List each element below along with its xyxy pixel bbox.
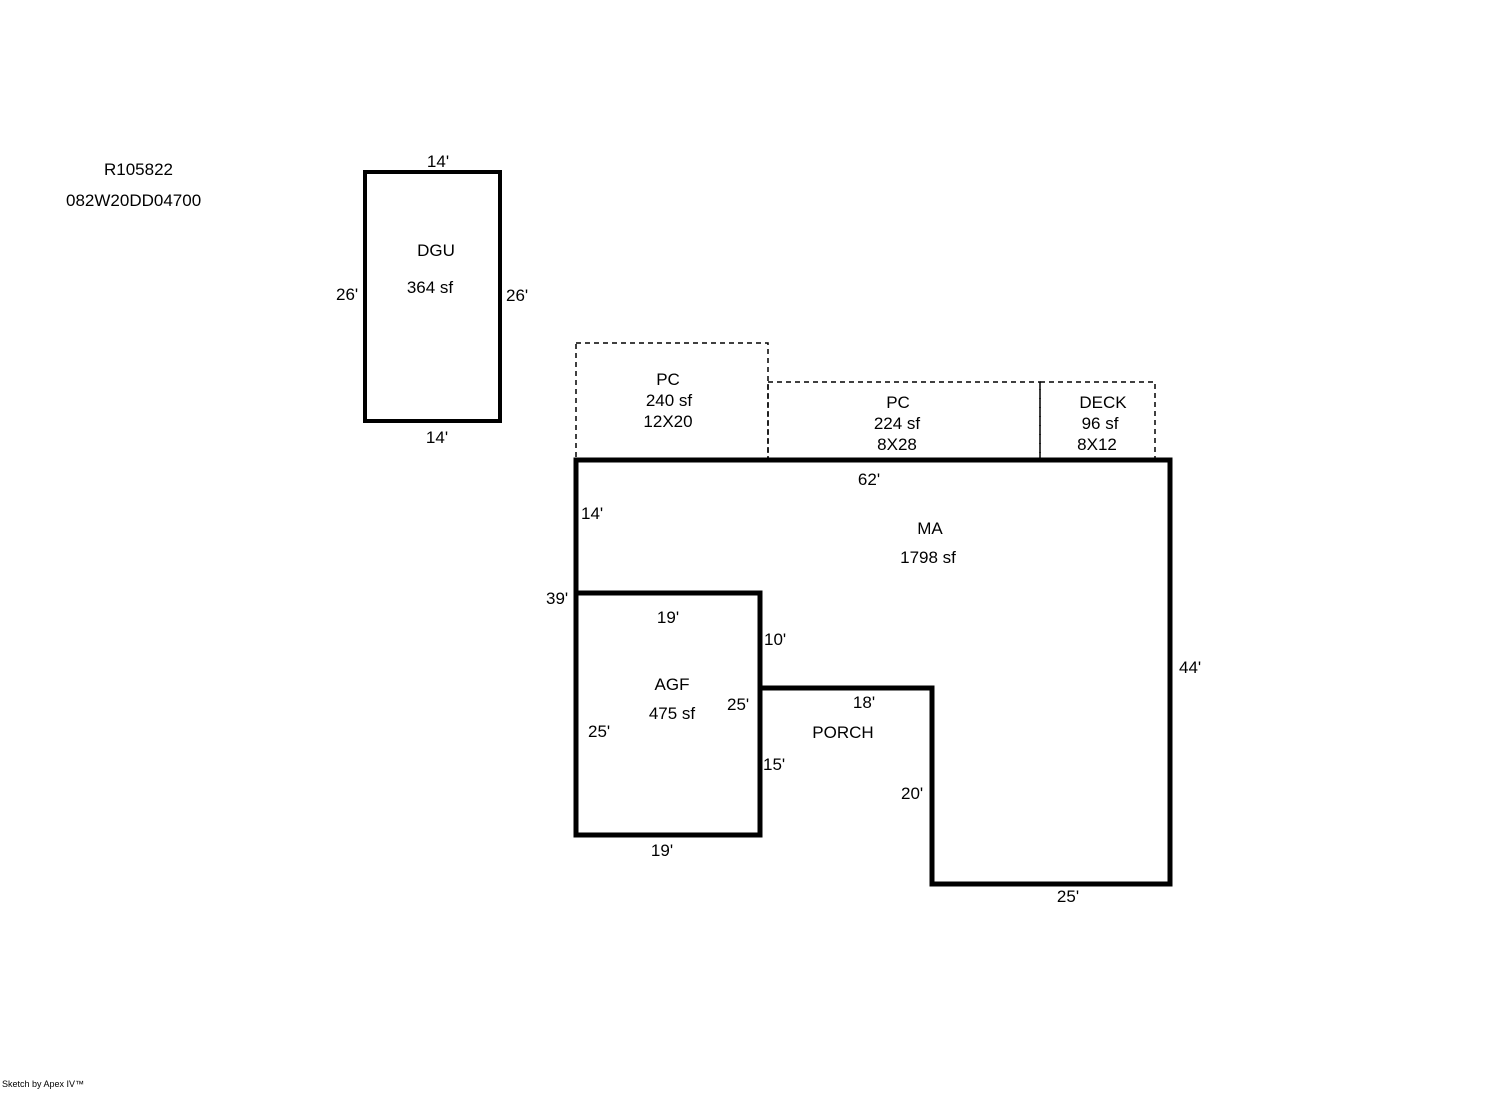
agf-dim-top: 19' — [656, 608, 680, 627]
dgu-area: 364 sf — [406, 278, 454, 297]
agf-area: 475 sf — [648, 704, 696, 723]
ma-dim-top: 62' — [857, 470, 881, 489]
ma-label: MA — [917, 519, 943, 538]
ma-dim-left-upper: 14' — [581, 504, 604, 523]
parcel-id: R105822 — [104, 160, 174, 179]
dgu-dim-bottom: 14' — [425, 428, 449, 447]
agf-label: AGF — [654, 675, 690, 694]
porch-dim-top: 18' — [852, 693, 876, 712]
dgu-label: DGU — [417, 241, 455, 260]
pc-right-area: 224 sf — [873, 414, 921, 433]
porch-dim-side: 20' — [901, 784, 924, 803]
dgu-outline — [363, 170, 502, 423]
ma-dim-left-total: 39' — [546, 589, 569, 608]
pc-left-size: 12X20 — [643, 412, 693, 431]
ma-outline — [573, 457, 1173, 887]
deck-label: DECK — [1079, 393, 1127, 412]
deck-size: 8X12 — [1077, 435, 1117, 454]
dgu-dim-left: 26' — [336, 285, 359, 304]
account-id: 082W20DD04700 — [66, 191, 202, 210]
pc-left-area: 240 sf — [645, 391, 693, 410]
agf-dim-right: 25' — [727, 695, 750, 714]
dgu-dim-right: 26' — [506, 286, 529, 305]
pc-left-label: PC — [656, 370, 680, 389]
porch-dim-right-lower: 15' — [763, 755, 786, 774]
deck-area: 96 sf — [1081, 414, 1119, 433]
agf-outline — [573, 590, 763, 838]
pc-right-label: PC — [886, 393, 910, 412]
agf-dim-bottom: 19' — [650, 841, 674, 860]
sketch-credit: Sketch by Apex IV™ — [2, 1079, 85, 1089]
ma-dim-right: 44' — [1179, 658, 1202, 677]
ma-area: 1798 sf — [900, 548, 956, 567]
pc-right-size: 8X28 — [877, 435, 917, 454]
agf-dim-left: 25' — [588, 722, 611, 741]
deck-outline — [1039, 381, 1156, 461]
porch-label: PORCH — [812, 723, 874, 742]
dgu-dim-top: 14' — [426, 152, 450, 171]
ma-dim-bottom: 25' — [1056, 887, 1080, 906]
porch-dim-right-upper: 10' — [764, 630, 787, 649]
